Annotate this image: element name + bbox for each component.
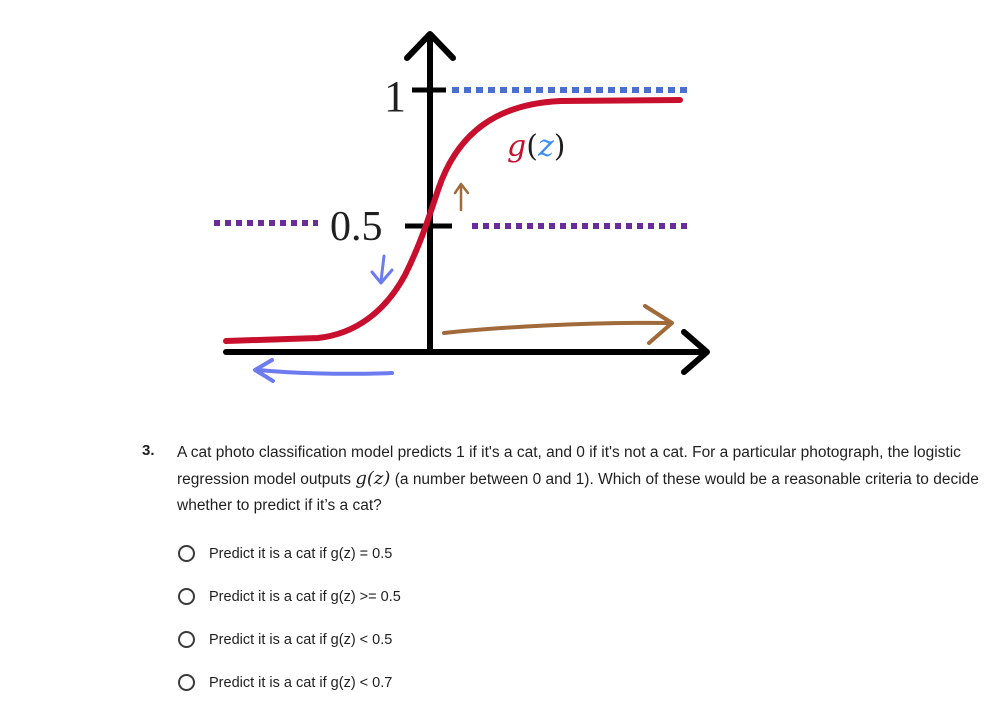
question-text: A cat photo classification model predict… xyxy=(177,440,987,519)
option-label: Predict it is a cat if g(z) < 0.7 xyxy=(209,674,393,691)
curve-label: g(z) xyxy=(507,129,565,164)
label-half: 0.5 xyxy=(330,204,383,250)
answer-options: Predict it is a cat if g(z) = 0.5 Predic… xyxy=(178,542,678,714)
option-label: Predict it is a cat if g(z) < 0.5 xyxy=(209,631,393,648)
question-text-after: (a number between 0 and 1). Which of the… xyxy=(177,471,979,514)
curve-label-z: z xyxy=(537,129,554,164)
question-text-before: A cat photo classification model predict… xyxy=(177,444,961,488)
question-math: g(z) xyxy=(355,468,391,489)
down-arrow-stem xyxy=(379,254,386,283)
radio-button[interactable] xyxy=(178,631,195,648)
label-one: 1 xyxy=(384,72,406,121)
y-axis-arrowhead xyxy=(404,31,456,61)
option-1[interactable]: Predict it is a cat if g(z) = 0.5 xyxy=(178,542,678,565)
right-arrow-line xyxy=(442,320,670,335)
sigmoid-curve xyxy=(223,97,683,344)
option-label: Predict it is a cat if g(z) >= 0.5 xyxy=(209,588,401,605)
curve-label-close: ) xyxy=(554,129,566,164)
question-number: 3. xyxy=(142,442,155,459)
down-arrow-head xyxy=(370,268,394,285)
left-arrow-head xyxy=(253,358,275,383)
right-arrow-head xyxy=(643,304,674,345)
curve-label-g: g xyxy=(507,129,526,164)
radio-button[interactable] xyxy=(178,674,195,691)
sigmoid-figure: 1 0.5 g(z) xyxy=(214,31,710,383)
option-2[interactable]: Predict it is a cat if g(z) >= 0.5 xyxy=(178,585,678,608)
option-3[interactable]: Predict it is a cat if g(z) < 0.5 xyxy=(178,628,678,651)
left-arrow-line xyxy=(256,368,394,376)
option-label: Predict it is a cat if g(z) = 0.5 xyxy=(209,545,393,562)
option-4[interactable]: Predict it is a cat if g(z) < 0.7 xyxy=(178,671,678,694)
radio-button[interactable] xyxy=(178,545,195,562)
radio-button[interactable] xyxy=(178,588,195,605)
up-arrow-head xyxy=(453,182,470,195)
x-axis-arrowhead xyxy=(681,329,710,375)
curve-label-open: ( xyxy=(526,129,538,164)
